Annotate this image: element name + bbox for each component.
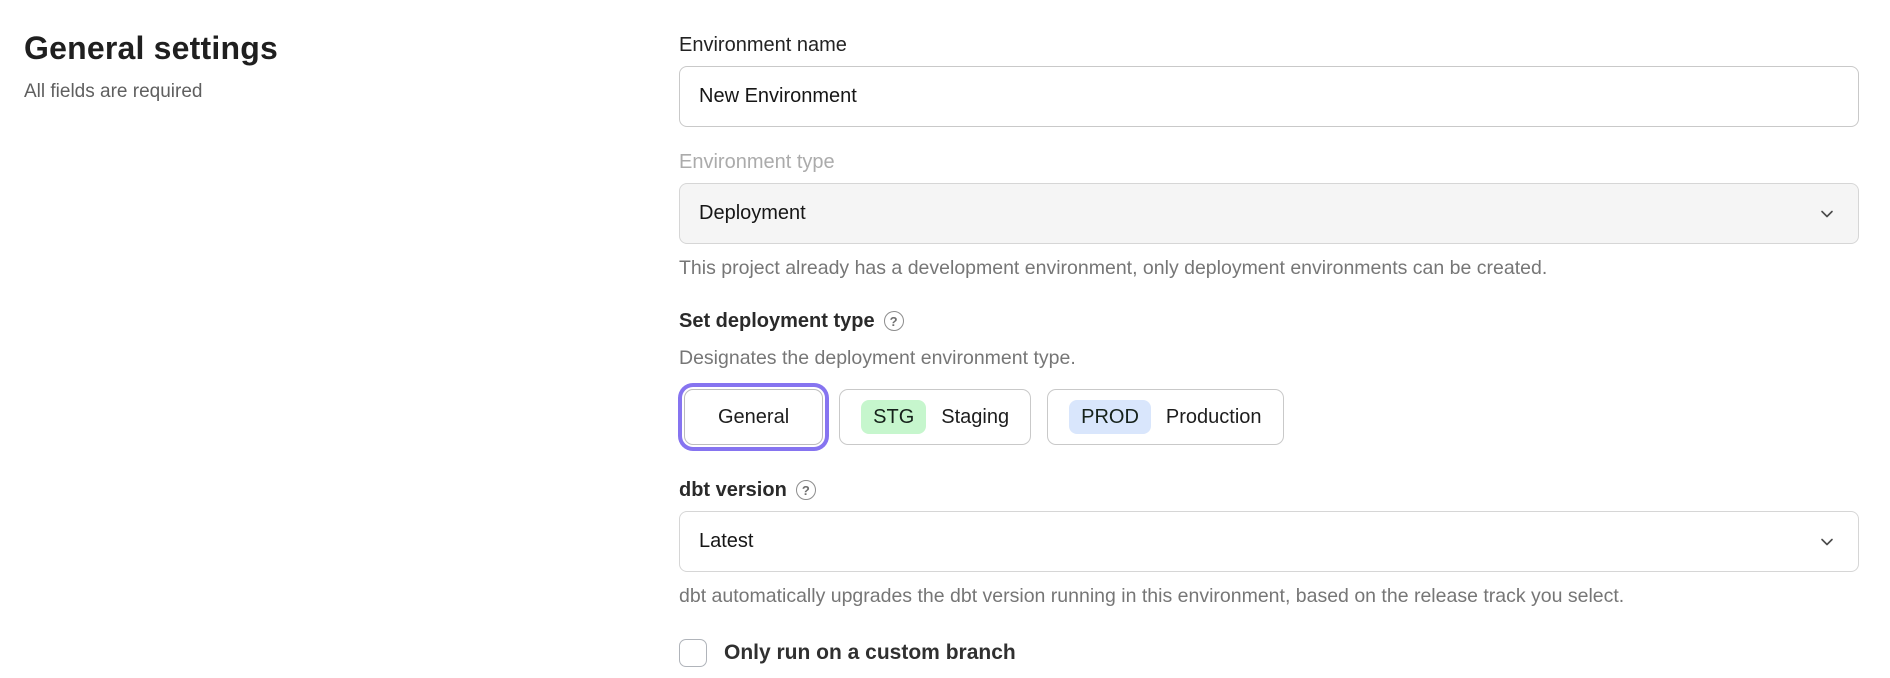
dbt-version-value: Latest <box>699 530 754 552</box>
deployment-type-option-general[interactable]: General <box>684 389 824 445</box>
deployment-type-label-text: Set deployment type <box>679 310 875 332</box>
staging-badge: STG <box>861 400 927 434</box>
deployment-type-helper: Designates the deployment environment ty… <box>679 347 1076 369</box>
help-icon[interactable]: ? <box>883 311 904 331</box>
settings-header: General settings All fields are required <box>24 30 584 103</box>
environment-form: Environment name Environment type Deploy… <box>679 32 1859 667</box>
custom-branch-label: Only run on a custom branch <box>724 641 1016 664</box>
environment-name-label: Environment name <box>679 34 847 56</box>
chevron-down-icon <box>1818 533 1836 551</box>
dbt-version-select[interactable]: Latest <box>679 511 1859 572</box>
environment-name-input[interactable] <box>679 66 1859 127</box>
custom-branch-row: Only run on a custom branch <box>679 639 1859 667</box>
option-production-label: Production <box>1165 405 1262 428</box>
deployment-type-option-staging[interactable]: STG Staging <box>839 389 1032 445</box>
chevron-down-icon <box>1818 205 1836 223</box>
page-subtitle: All fields are required <box>24 81 203 102</box>
deployment-type-section-label: Set deployment type ? <box>679 308 1859 334</box>
dbt-version-helper: dbt automatically upgrades the dbt versi… <box>679 585 1625 607</box>
page-title: General settings <box>24 30 278 66</box>
production-badge: PROD <box>1069 400 1151 434</box>
environment-type-helper: This project already has a development e… <box>679 257 1548 279</box>
environment-type-label: Environment type <box>679 151 835 173</box>
deployment-type-options: General STG Staging PROD Production <box>679 387 1859 447</box>
deployment-type-option-production[interactable]: PROD Production <box>1047 389 1284 445</box>
help-icon[interactable]: ? <box>795 480 816 500</box>
dbt-version-section-label: dbt version ? <box>679 477 1859 503</box>
option-general-label: General <box>718 405 790 428</box>
environment-type-value: Deployment <box>699 202 806 224</box>
dbt-version-label-text: dbt version <box>679 479 787 501</box>
environment-type-select: Deployment <box>679 183 1859 244</box>
option-staging-label: Staging <box>941 405 1010 428</box>
custom-branch-checkbox[interactable] <box>679 639 707 667</box>
